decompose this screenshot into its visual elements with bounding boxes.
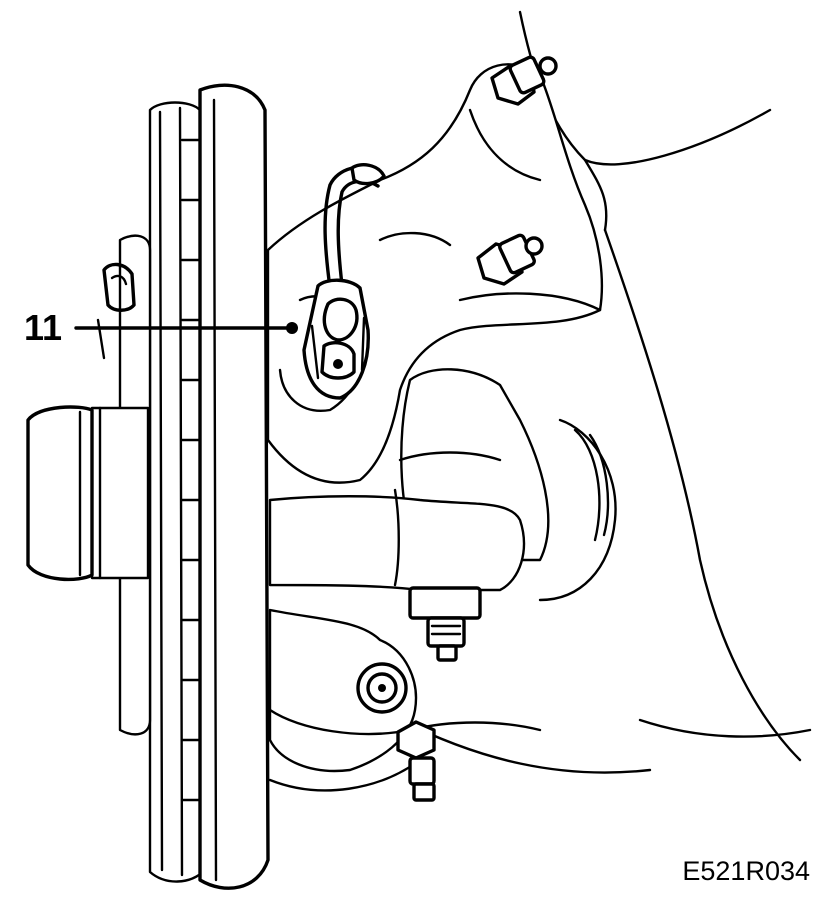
- track-rod: [268, 451, 526, 592]
- callout-label-11: 11: [24, 307, 63, 348]
- callout-leader-line: [74, 322, 298, 334]
- ball-joint-bolt: [396, 720, 436, 802]
- ball-joint: [356, 662, 408, 714]
- lower-mounting-bolt: [476, 233, 544, 286]
- lower-control-arm: [268, 608, 542, 792]
- upper-mounting-bolt: [490, 55, 558, 106]
- abs-sensor-cable: [323, 163, 386, 290]
- wheel-hub: [26, 234, 152, 736]
- abs-wheel-speed-sensor: [302, 278, 370, 400]
- brake-disc: [148, 83, 270, 890]
- track-rod-nut: [408, 586, 482, 662]
- figure-code: E521R034: [682, 856, 810, 886]
